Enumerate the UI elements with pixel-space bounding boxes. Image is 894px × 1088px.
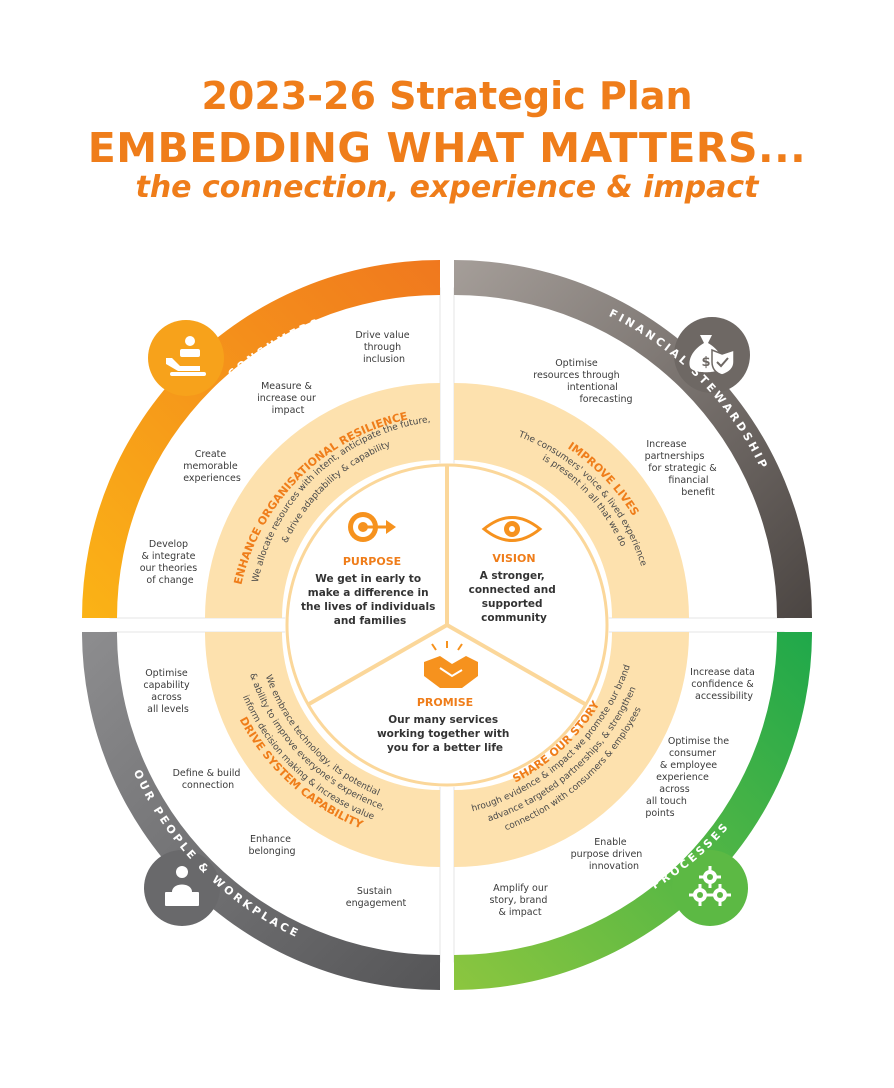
financial-item-2: Increase partnerships for strategic & fi… — [645, 439, 720, 498]
consumers-band — [82, 260, 440, 618]
resilience-ring-segment — [205, 383, 440, 618]
financial-item-1: Optimise resources through intentional f… — [533, 358, 632, 405]
vision-title: VISION — [492, 552, 535, 565]
people-band — [82, 632, 440, 990]
story-ring-segment — [454, 632, 689, 867]
processes-item-3: Enable purpose driven innovation — [571, 837, 646, 872]
financial-band — [454, 260, 812, 618]
people-item-4: Sustain engagement — [346, 886, 407, 909]
processes-band — [454, 632, 812, 990]
core-circle-border — [285, 463, 609, 787]
eye-icon — [481, 516, 543, 542]
plan-title: 2023-26 Strategic Plan — [201, 74, 693, 118]
target-arrow-icon — [348, 512, 396, 542]
promise-statement: Our many services working together with … — [377, 714, 513, 754]
consumers-item-1: Drive value through inclusion — [355, 330, 412, 365]
consumers-item-2: Measure & increase our impact — [257, 381, 319, 416]
improve-ring-segment — [454, 383, 689, 618]
plan-tagline: the connection, experience & impact — [135, 170, 759, 205]
people-item-1: Optimise capability across all levels — [143, 668, 192, 715]
processes-item-1: Increase data confidence & accessibility — [690, 667, 758, 702]
vision-statement: A stronger, connected and supported comm… — [469, 570, 560, 624]
promise-title: PROMISE — [417, 696, 473, 709]
purpose-statement: We get in early to make a difference in … — [301, 573, 439, 627]
consumers-item-4: Develop & integrate our theories of chan… — [140, 539, 201, 586]
drive-ring-segment — [205, 632, 440, 867]
purpose-title: PURPOSE — [343, 555, 401, 568]
consumers-item-3: Create memorable experiences — [183, 449, 241, 484]
money-bag-shield-icon: $ — [689, 335, 735, 376]
person-care-icon — [166, 336, 206, 376]
plan-headline: EMBEDDING WHAT MATTERS... — [87, 124, 807, 172]
consumers-icon-badge — [148, 320, 224, 396]
svg-text:$: $ — [701, 355, 710, 370]
people-item-3: Enhance belonging — [248, 834, 295, 857]
person-desk-icon — [165, 866, 199, 906]
processes-item-4: Amplify our story, brand & impact — [490, 883, 551, 918]
core-dividers — [308, 466, 586, 706]
people-item-2: Define & build connection — [173, 768, 244, 791]
handshake-icon — [424, 641, 478, 688]
gears-icon — [689, 866, 731, 906]
processes-item-2: Optimise the consumer & employee experie… — [645, 736, 732, 819]
